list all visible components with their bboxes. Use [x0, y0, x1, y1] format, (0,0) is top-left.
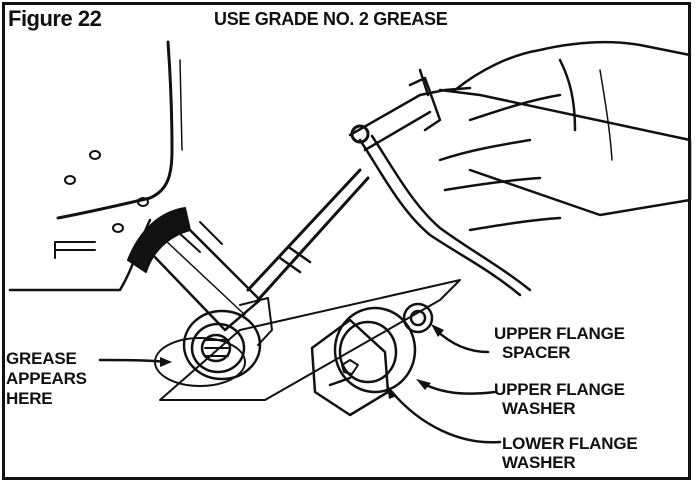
label-upper-flange-spacer-line1: UPPER FLANGE — [494, 324, 625, 343]
label-grease-line1: GREASE — [6, 349, 77, 368]
upper-flange-spacer — [402, 302, 434, 334]
label-lower-flange-washer-line2: WASHER — [502, 453, 576, 472]
grease-gun — [348, 68, 692, 297]
spindle-assembly — [148, 221, 273, 381]
leader-arrows — [98, 328, 502, 444]
label-grease-line2: APPEARS — [6, 369, 87, 388]
label-upper-flange-spacer-line2: SPACER — [502, 343, 571, 362]
label-upper-flange-washer-line2: WASHER — [502, 399, 576, 418]
bolt-heads — [64, 150, 149, 233]
header-instruction: USE GRADE NO. 2 GREASE — [214, 9, 448, 29]
label-grease-line3: HERE — [6, 389, 53, 408]
figure-frame — [2, 2, 691, 480]
figure-label: Figure 22 — [8, 6, 102, 31]
upper-flange-washer — [333, 306, 417, 394]
label-lower-flange-washer-line1: LOWER FLANGE — [502, 434, 638, 453]
exploded-view-plane — [159, 279, 461, 401]
label-upper-flange-washer-line1: UPPER FLANGE — [494, 380, 625, 399]
grease-gun-hose — [246, 124, 370, 302]
housing-gasket — [127, 207, 191, 273]
hand — [438, 41, 692, 232]
